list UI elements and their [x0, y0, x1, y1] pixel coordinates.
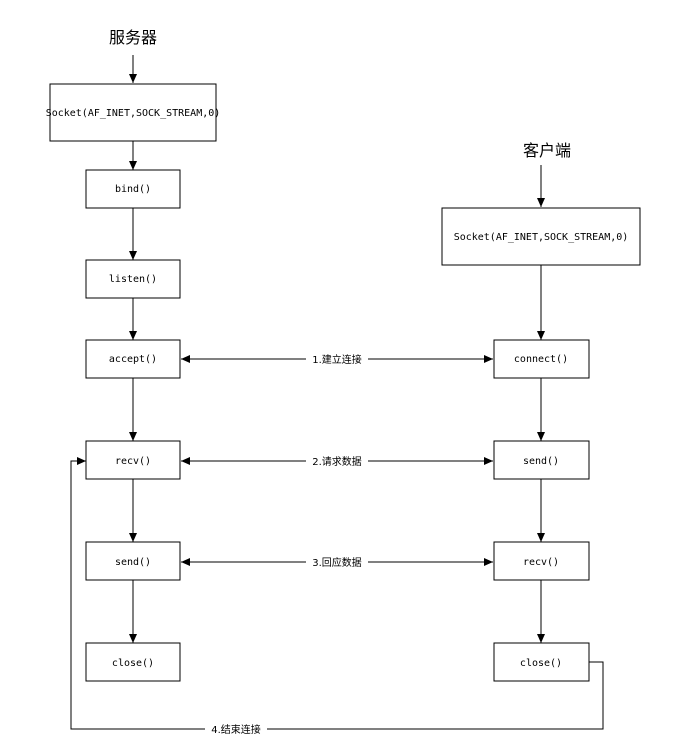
server-bind-box: bind() — [85, 169, 181, 209]
client-recv-box: recv() — [493, 541, 590, 581]
server-close-box: close() — [85, 642, 181, 682]
server-listen-label: listen() — [109, 274, 157, 285]
link-request-label: 2.请求数据 — [312, 455, 362, 468]
server-send-box: send() — [85, 541, 181, 581]
server-bind-label: bind() — [115, 184, 151, 195]
client-socket-label: Socket(AF_INET,SOCK_STREAM,0) — [454, 232, 629, 243]
server-recv-label: recv() — [115, 456, 151, 467]
client-connect-box: connect() — [493, 339, 590, 379]
client-connect-label: connect() — [514, 354, 568, 365]
server-accept-box: accept() — [85, 339, 181, 379]
server-accept-label: accept() — [109, 354, 157, 365]
client-title: 客户端 — [523, 141, 571, 160]
client-close-box: close() — [493, 642, 590, 682]
client-close-label: close() — [520, 658, 562, 669]
server-send-label: send() — [115, 557, 151, 568]
link-end-loop — [70, 457, 604, 730]
link-response-label: 3.回应数据 — [312, 556, 362, 569]
server-recv-box: recv() — [85, 440, 181, 480]
link-connect-label-bg — [306, 352, 368, 366]
server-listen-box: listen() — [85, 259, 181, 299]
client-recv-label: recv() — [523, 557, 559, 568]
server-close-label: close() — [112, 658, 154, 669]
link-request-label-bg — [306, 454, 368, 468]
server-socket-label: Socket(AF_INET,SOCK_STREAM,0) — [46, 108, 221, 119]
client-socket-box: Socket(AF_INET,SOCK_STREAM,0) — [441, 207, 641, 266]
client-send-box: send() — [493, 440, 590, 480]
link-connect-label: 1.建立连接 — [312, 353, 362, 366]
server-title: 服务器 — [109, 28, 157, 47]
link-end-label-bg — [205, 722, 267, 736]
link-end-label: 4.结束连接 — [211, 723, 261, 736]
link-response-label-bg — [306, 555, 368, 569]
server-socket-box: Socket(AF_INET,SOCK_STREAM,0) — [46, 83, 221, 142]
client-send-label: send() — [523, 456, 559, 467]
